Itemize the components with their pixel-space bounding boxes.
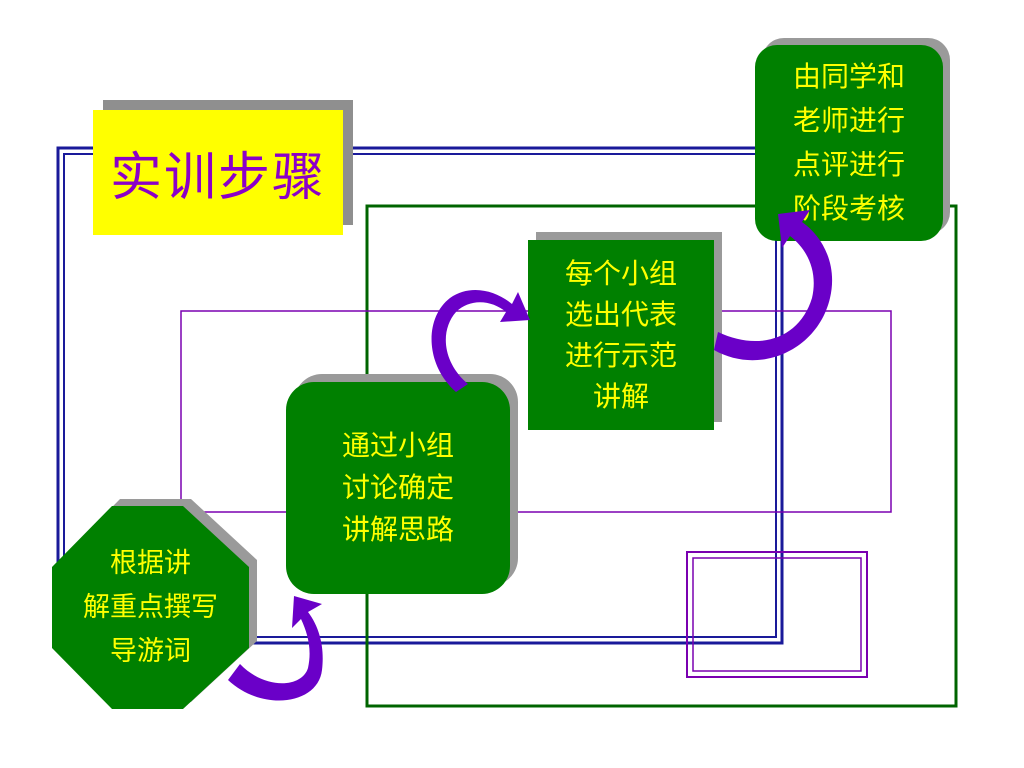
step-1-octagon	[52, 506, 249, 709]
purple-small-frame-inner	[692, 557, 862, 672]
curved-arrow-icon	[228, 596, 323, 701]
title-box: 实训步骤	[93, 110, 343, 235]
purple-small-frame-outer	[686, 551, 868, 678]
blue-frame-outer	[56, 146, 784, 645]
page-title: 实训步骤	[109, 148, 326, 208]
curved-arrow-icon	[714, 210, 833, 361]
step-1-text: 根据讲 解重点撰写 导游词	[83, 547, 218, 667]
step-4-box: 由同学和 老师进行 点评进行 阶段考核	[755, 45, 943, 241]
blue-frame-inner	[63, 153, 777, 638]
curved-arrow-icon	[431, 290, 530, 392]
step-3-box: 每个小组 选出代表 进行示范 讲解	[528, 240, 714, 430]
step-2-box: 通过小组 讨论确定 讲解思路	[286, 382, 510, 594]
